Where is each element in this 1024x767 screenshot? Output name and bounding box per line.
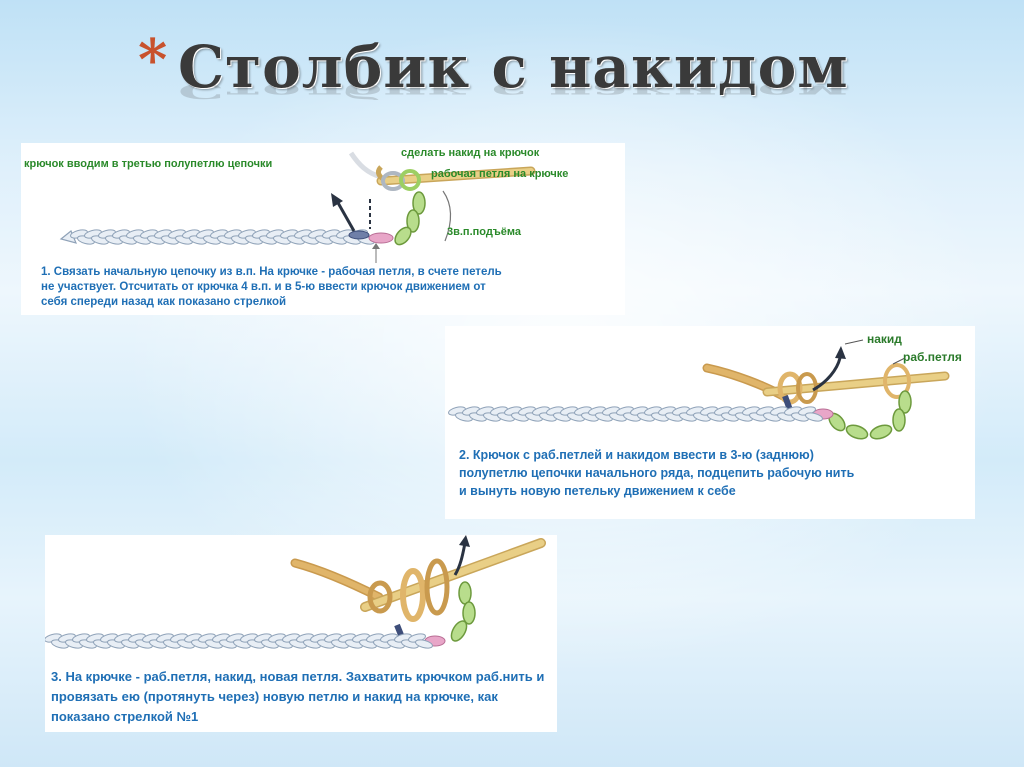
chain-stitches-1: [70, 229, 375, 245]
direction-arrow-2: [812, 357, 842, 392]
title-asterisk: *: [138, 27, 168, 93]
lift-chain-1: [394, 191, 426, 246]
step-3-illustration: [45, 535, 546, 649]
hook-shaft-1-inner: [378, 168, 534, 184]
chain-stitches-2: [448, 406, 823, 422]
label-lift-chain: 3в.п.подъёма: [447, 226, 521, 238]
working-loop-1: [399, 169, 421, 191]
chain-stitch: [805, 412, 823, 422]
new-loop-3: [367, 580, 393, 614]
step-2-illustration: [448, 339, 950, 440]
step-3-panel: 3. На крючке - раб.петля, накид, новая п…: [45, 535, 557, 732]
title-block: * Столбик с накидом Столбик с накидом: [138, 30, 858, 120]
lift-chain-3: [450, 581, 476, 642]
pointer-working-loop-2: [892, 357, 906, 365]
working-loop-2: [883, 363, 911, 399]
step-2-caption: 2. Крючок с раб.петлей и накидом ввести …: [459, 448, 855, 498]
step-2-panel: накид раб.петля 2. Крючок с раб.петлей и…: [445, 326, 975, 519]
direction-arrow-1: [335, 200, 356, 232]
label-yarn-over-2: накид: [867, 332, 902, 346]
pointer-yarn-over-2: [844, 339, 864, 345]
lift-chain-2: [828, 390, 912, 440]
insertion-point-1: [348, 230, 370, 240]
label-yarn-over: сделать накид на крючок: [401, 147, 540, 159]
step-1-illustration: [59, 151, 536, 263]
step-1-panel: крючок вводим в третью полупетлю цепочки…: [21, 143, 625, 315]
step-3-caption: 3. На крючке - раб.петля, накид, новая п…: [51, 669, 545, 724]
page-title-reflection: Столбик с накидом: [178, 79, 849, 104]
yarn-over-loop-3: [400, 568, 426, 622]
insertion-point-3: [394, 623, 404, 637]
label-insert-hook: крючок вводим в третью полупетлю цепочки: [24, 158, 273, 170]
chain-stitches-3: [45, 633, 433, 649]
lift-bracket-1: [442, 190, 452, 242]
chain-stitch: [415, 639, 433, 649]
label-working-loop-2: раб.петля: [903, 350, 962, 364]
insertion-point-2: [782, 394, 793, 412]
step-1-caption: 1. Связать начальную цепочку из в.п. На …: [41, 266, 502, 308]
working-loop-3: [424, 558, 450, 616]
target-stitch-1: [368, 232, 394, 244]
page-title: Столбик с накидом: [178, 33, 849, 101]
direction-arrow-head-1: [331, 193, 343, 207]
label-working-loop: рабочая петля на крючке: [431, 168, 569, 180]
